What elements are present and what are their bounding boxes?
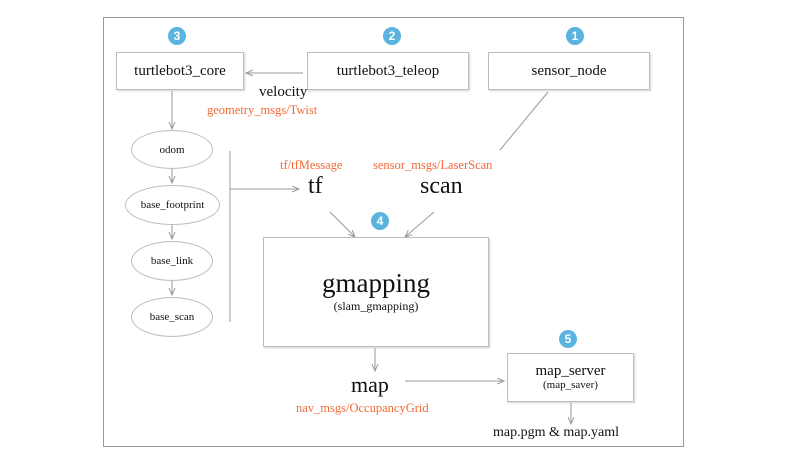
tf-frame-base-link: base_link [131,241,213,281]
tf-topic: tf [308,173,323,199]
sensor-node: sensor_node [488,52,650,90]
map-topic: map [351,372,389,397]
step-1-badge: 1 [566,27,584,45]
step-2-badge: 2 [383,27,401,45]
diagram-frame [103,17,684,447]
tf-frame-odom: odom [131,130,213,169]
scan-msg-type: sensor_msgs/LaserScan [373,158,493,172]
velocity-msg-type: geometry_msgs/Twist [207,103,318,117]
gmapping-sub-label: (slam_gmapping) [333,299,419,314]
tf-msg-type: tf/tfMessage [280,158,343,172]
map-msg-type: nav_msgs/OccupancyGrid [296,401,429,415]
map-server-label: map_server [535,362,606,379]
turtlebot3-core-node: turtlebot3_core [116,52,244,90]
velocity-topic: velocity [259,84,308,100]
scan-topic: scan [420,173,463,199]
turtlebot3-teleop-label: turtlebot3_teleop [336,62,440,79]
map-server-node: map_server (map_saver) [507,353,634,402]
step-4-badge: 4 [371,212,389,230]
step-5-badge: 5 [559,330,577,348]
tf-to-gmapping-arrow [329,211,355,237]
tf-frame-base-footprint: base_footprint [125,185,220,225]
map-server-sub-label: (map_saver) [543,379,598,392]
step-3-badge: 3 [168,27,186,45]
sensor-to-scan-line [499,91,549,151]
turtlebot3-core-label: turtlebot3_core [134,62,226,79]
gmapping-node: gmapping (slam_gmapping) [263,237,489,347]
sensor-node-label: sensor_node [531,62,607,79]
tf-frame-base-scan: base_scan [131,297,213,337]
output-files: map.pgm & map.yaml [493,425,619,440]
gmapping-label: gmapping [322,268,430,299]
turtlebot3-teleop-node: turtlebot3_teleop [307,52,469,90]
scan-to-gmapping-arrow [405,211,435,237]
